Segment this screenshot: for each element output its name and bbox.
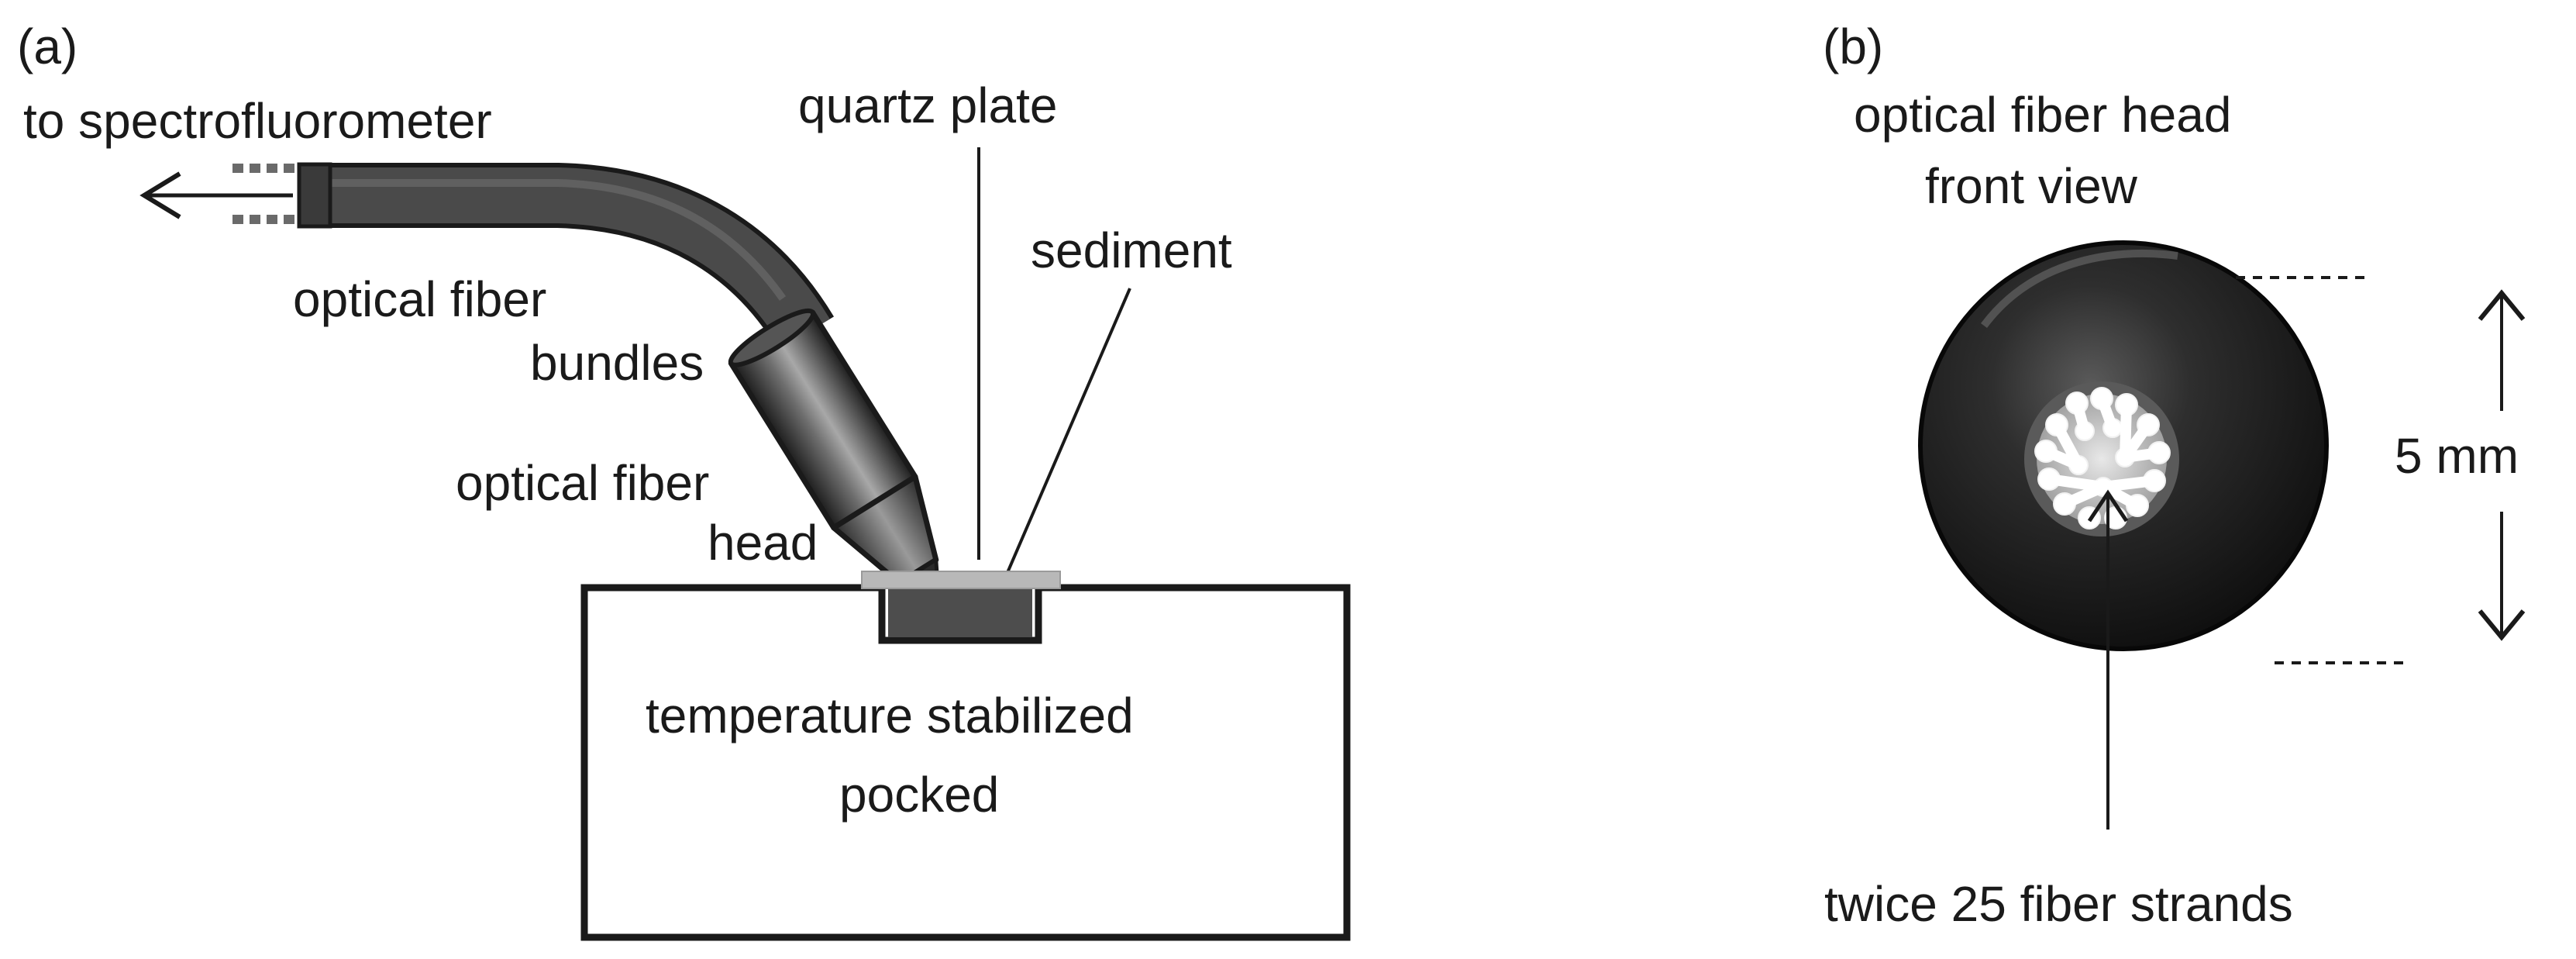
sediment-fill xyxy=(888,588,1032,637)
spectrofluorometer-arrow xyxy=(139,171,293,219)
fiber-bundles-label-line1: optical fiber xyxy=(293,271,546,327)
fiber-strands xyxy=(2034,387,2171,530)
sediment-label: sediment xyxy=(1031,223,1232,278)
sediment-leader xyxy=(993,288,1131,604)
pocket-label-line1: temperature stabilized xyxy=(646,688,1134,743)
panel-b-label: (b) xyxy=(1823,19,1883,74)
strands-label: twice 25 fiber strands xyxy=(1824,876,2293,932)
dimension-arrow xyxy=(2478,289,2526,641)
front-view-title-line1: optical fiber head xyxy=(1854,87,2231,143)
to-spectrofluorometer-label: to spectrofluorometer xyxy=(23,93,492,149)
quartz-plate xyxy=(861,571,1061,589)
panel-a-label: (a) xyxy=(17,19,77,74)
dashed-connector xyxy=(232,164,302,224)
temperature-block xyxy=(580,571,1351,941)
fiber-head-label-line1: optical fiber xyxy=(456,455,709,511)
pocket-label-line2: pocked xyxy=(839,767,999,823)
optical-fiber-bundle xyxy=(297,162,835,351)
quartz-plate-label: quartz plate xyxy=(798,78,1057,133)
fiber-head-label-line2: head xyxy=(708,515,818,571)
optical-fiber-head xyxy=(728,308,939,592)
strands-pointer-arrow xyxy=(2087,489,2129,830)
front-view-title-line2: front view xyxy=(1925,158,2138,214)
dimension-label: 5 mm xyxy=(2395,428,2519,484)
fiber-bundles-label-line2: bundles xyxy=(530,335,704,391)
